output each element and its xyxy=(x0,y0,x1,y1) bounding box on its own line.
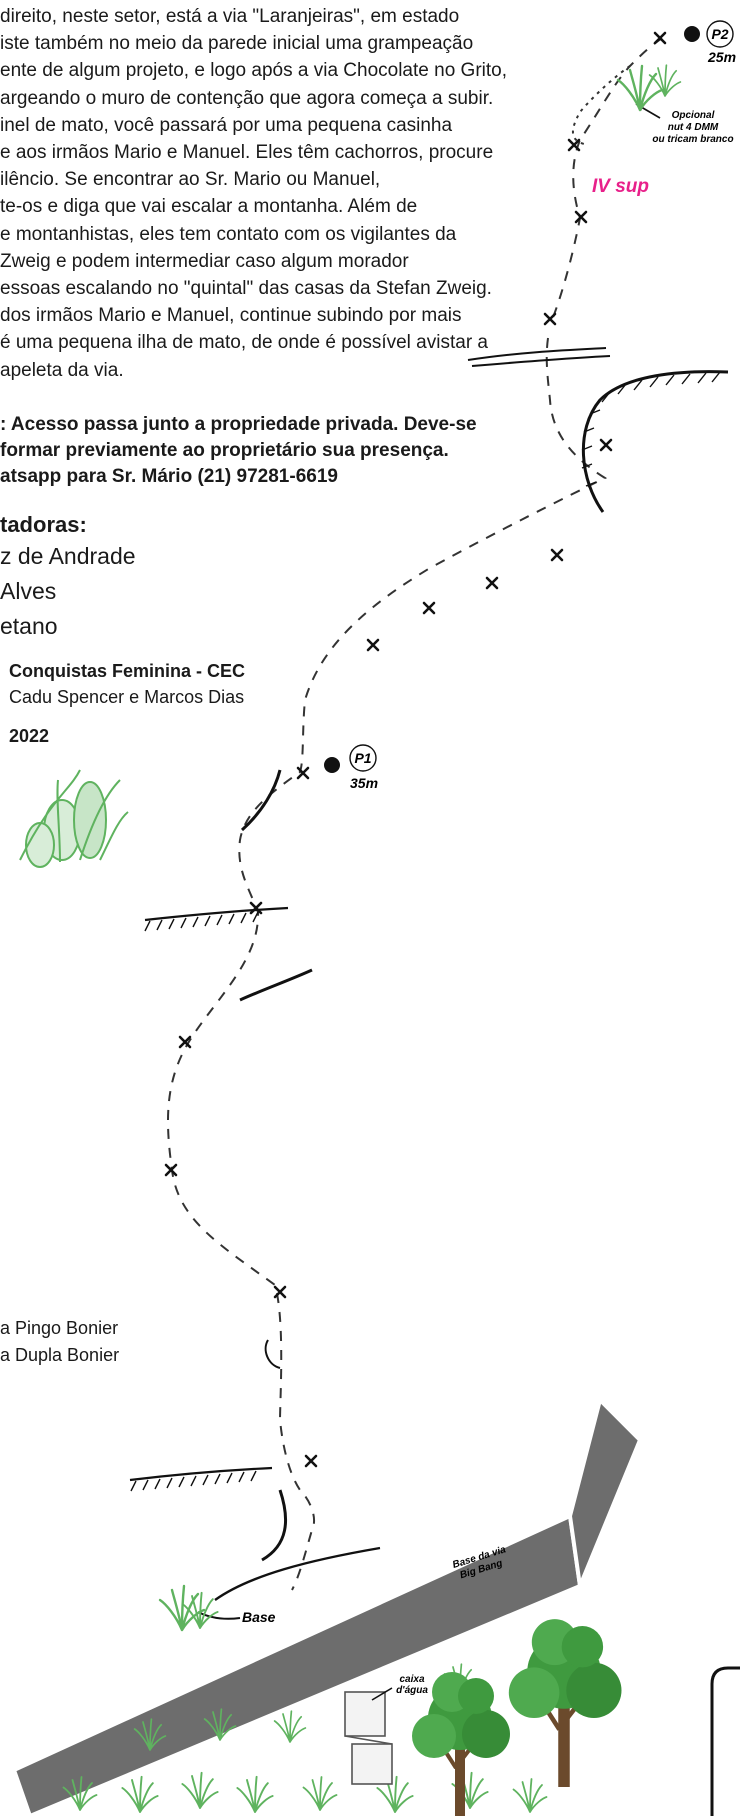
description-line: iste também no meio da parede inicial um… xyxy=(0,33,474,55)
project-team: Cadu Spencer e Marcos Dias xyxy=(9,687,245,707)
bolt-markers xyxy=(164,31,667,1468)
water-tank xyxy=(344,1691,393,1785)
description-line: argeando o muro de contenção que agora c… xyxy=(0,87,494,109)
crack-5 xyxy=(214,1546,381,1601)
svg-text:nut 4 DMM: nut 4 DMM xyxy=(668,122,719,133)
roof-hatch-1 xyxy=(144,911,259,932)
crack-4 xyxy=(261,1489,287,1562)
crack-3 xyxy=(264,1339,281,1369)
overhang-arch xyxy=(582,370,729,513)
optional-note: Opcional nut 4 DMM ou tricam branco xyxy=(652,110,733,145)
warning-line: : Acesso passa junto a propriedade priva… xyxy=(0,414,477,435)
anchor-p2-label: P2 xyxy=(711,26,728,42)
grade-label: IV sup xyxy=(592,176,649,197)
cropped-frame xyxy=(710,1666,740,1816)
description-line: direito, neste setor, está a via "Laranj… xyxy=(0,6,460,27)
water-tank-label-1: caixa xyxy=(399,1674,424,1685)
svg-text:Opcional: Opcional xyxy=(672,110,715,121)
anchor-p2-dot xyxy=(684,26,700,42)
overhang-hatch xyxy=(581,371,721,487)
roof-ledge-1 xyxy=(144,906,289,922)
description-line: e aos irmãos Mario e Manuel. Eles têm ca… xyxy=(0,142,494,163)
description-line: dos irmãos Mario e Manuel, continue subi… xyxy=(0,305,462,327)
anchor-p2-badge xyxy=(706,20,734,48)
anchor-p1-dot xyxy=(324,757,340,773)
author-name-2: Alves xyxy=(0,578,57,604)
base-label: Base xyxy=(242,1609,276,1625)
roof-ledge-2 xyxy=(129,1466,273,1482)
project-year: 2022 xyxy=(9,726,50,746)
road-right xyxy=(567,1396,643,1594)
description-line: é uma pequena ilha de mato, de onde é po… xyxy=(0,332,488,354)
water-tank-label-2: d'água xyxy=(396,1685,428,1696)
description-line: ilêncio. Se encontrar ao Sr. Mario ou Ma… xyxy=(0,169,381,191)
author-name-3: etano xyxy=(0,613,58,639)
crack-2 xyxy=(239,968,313,1002)
ledge-upper xyxy=(467,347,611,367)
description-line: essoas escalando no "quintal" das casas … xyxy=(0,278,492,299)
crack-1 xyxy=(240,769,282,832)
description-line: Zweig e podem intermediar caso algum mor… xyxy=(0,250,409,272)
plant-top-2 xyxy=(648,64,682,97)
description-line: apeleta da via. xyxy=(0,359,124,381)
description-line: ente de algum projeto, e logo após a via… xyxy=(0,60,507,82)
route-line xyxy=(167,37,663,1591)
roof-hatch-2 xyxy=(130,1470,257,1492)
authors-heading: tadoras: xyxy=(0,512,87,537)
tree-2 xyxy=(509,1619,622,1787)
project-title: Conquistas Feminina - CEC xyxy=(9,661,246,681)
anchor-p1-length: 35m xyxy=(350,775,378,791)
plant-top xyxy=(616,64,664,112)
legend-item-1: a Pingo Bonier xyxy=(0,1318,119,1338)
anchor-p1-badge xyxy=(349,744,377,772)
author-name-1: z de Andrade xyxy=(0,543,136,569)
description-line: e montanhistas, eles tem contato com os … xyxy=(0,223,457,245)
warning-line: atsapp para Sr. Mário (21) 97281-6619 xyxy=(0,466,338,487)
legend-item-2: a Dupla Bonier xyxy=(0,1345,120,1365)
svg-text:ou tricam branco: ou tricam branco xyxy=(652,134,733,145)
water-tank-arrow xyxy=(371,1687,393,1701)
description-line: inel de mato, você passará por uma peque… xyxy=(0,114,453,136)
description-line: te-os e diga que vai escalar a montanha.… xyxy=(0,196,418,218)
optional-variant-line xyxy=(572,65,631,145)
warning-line: formar previamente ao proprietário sua p… xyxy=(0,440,449,461)
cactus-illustration xyxy=(19,769,129,868)
anchor-p1-label: P1 xyxy=(354,750,371,766)
anchor-p2-length: 25m xyxy=(707,49,736,65)
